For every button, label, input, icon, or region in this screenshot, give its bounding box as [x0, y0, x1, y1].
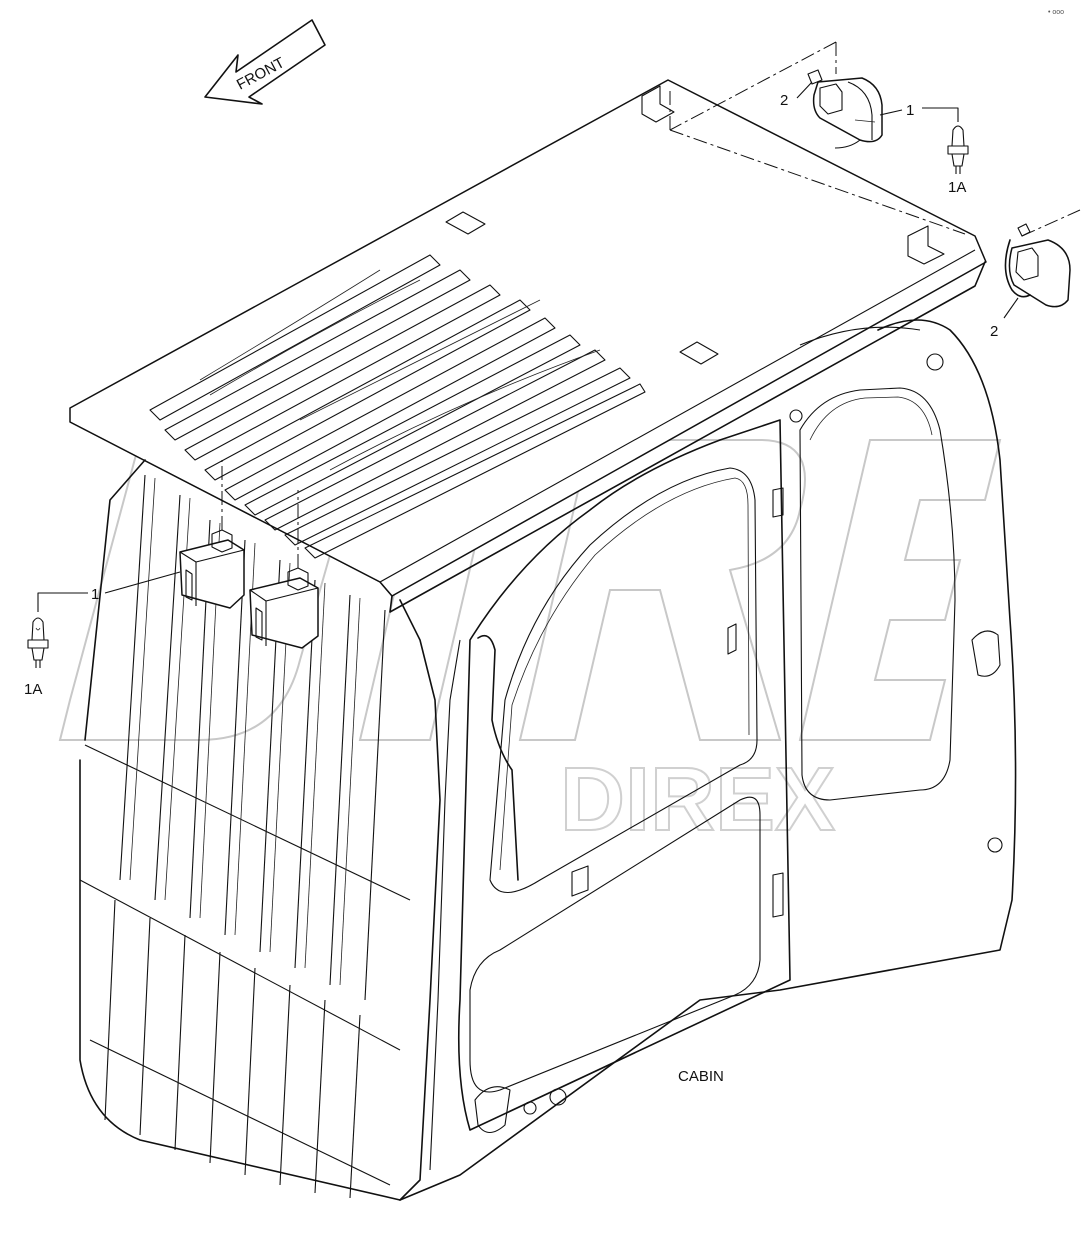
roof-guard	[69, 79, 987, 613]
front-label: FRONT	[234, 54, 288, 93]
callout-2-right: 2	[990, 323, 998, 340]
callout-1-top-right: 1	[906, 102, 914, 119]
front-work-lamps	[179, 460, 319, 649]
watermark-text: DIREX	[560, 750, 835, 850]
cabin-body	[399, 319, 1017, 1201]
halogen-bulb-icon	[27, 617, 49, 668]
guard-bars	[104, 474, 386, 1199]
callout-1-left: 1	[91, 586, 99, 603]
front-guard	[79, 459, 411, 1201]
callout-2-top: 2	[780, 92, 788, 109]
callout-1a-top-right: 1A	[948, 179, 966, 196]
rear-side-lamp: 2	[990, 209, 1081, 340]
cabin-label: CABIN	[678, 1068, 724, 1085]
direx-watermark: DIREX	[58, 439, 1002, 851]
left-lamp-callout: 1 1A	[24, 571, 181, 698]
halogen-bulb-icon-right	[947, 125, 969, 174]
front-direction-arrow: FRONT	[204, 19, 326, 105]
callout-1a-left: 1A	[24, 681, 42, 698]
roof-slats	[149, 254, 646, 559]
rear-work-lamp: 2 1 1A	[669, 41, 969, 235]
corner-mark: • ooo	[1048, 9, 1064, 16]
